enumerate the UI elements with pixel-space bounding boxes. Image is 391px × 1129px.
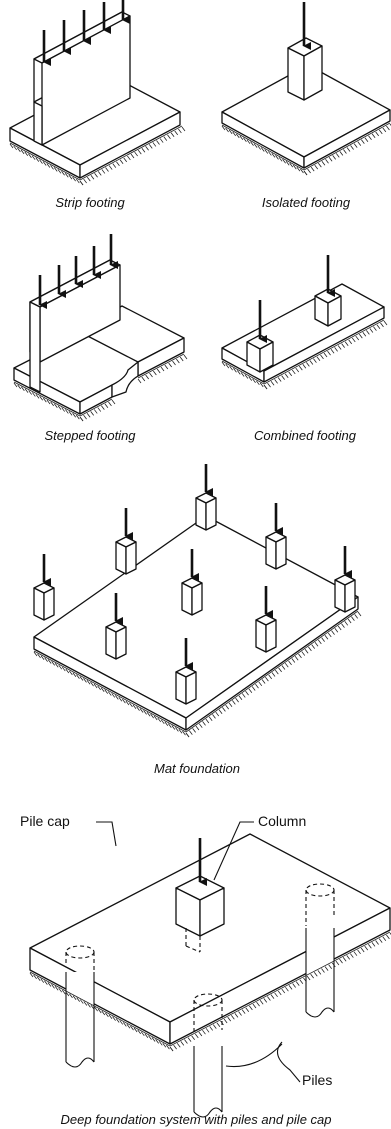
- pile-cap-drawing: [29, 821, 391, 1118]
- mat-column: [195, 464, 217, 531]
- caption-strip-footing: Strip footing: [55, 195, 125, 210]
- mat-column: [105, 593, 127, 660]
- mat-column: [175, 638, 197, 705]
- caption-isolated-footing: Isolated footing: [262, 195, 351, 210]
- mat-column: [115, 508, 137, 575]
- mat-column: [334, 546, 356, 613]
- strip-footing-drawing: [9, 0, 186, 186]
- mat-column: [33, 554, 55, 621]
- pile: [193, 1046, 223, 1118]
- label-pile-cap: Pile cap: [20, 813, 70, 829]
- caption-stepped-footing: Stepped footing: [44, 428, 136, 443]
- label-column: Column: [258, 813, 306, 829]
- mat-column: [265, 503, 287, 570]
- pile: [65, 972, 95, 1068]
- stepped-footing-drawing: [13, 234, 188, 422]
- pile: [305, 928, 335, 1018]
- caption-mat-foundation: Mat foundation: [154, 761, 240, 776]
- mat-foundation-drawing: [33, 464, 362, 738]
- label-piles: Piles: [302, 1072, 332, 1088]
- isolated-footing-drawing: [221, 2, 391, 176]
- caption-combined-footing: Combined footing: [254, 428, 357, 443]
- caption-deep-foundation: Deep foundation system with piles and pi…: [61, 1112, 332, 1127]
- mat-column: [181, 549, 203, 616]
- mat-column: [255, 586, 277, 653]
- combined-footing-drawing: [221, 255, 388, 390]
